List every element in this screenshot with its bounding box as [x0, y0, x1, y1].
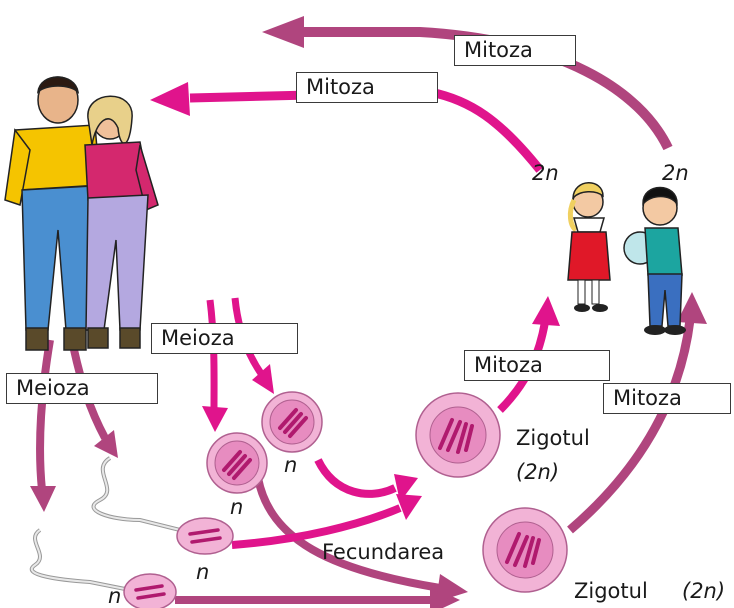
label-n-egg-lower: n [230, 495, 244, 519]
label-n-egg-upper: n [284, 453, 298, 477]
label-mitoza-top: Mitoza [454, 35, 576, 66]
label-mitoza-upper: Mitoza [296, 72, 438, 103]
arrow-meioza-center-1 [202, 299, 228, 432]
arrow-egg-lower [254, 477, 468, 602]
zygote-cell-icon [482, 507, 568, 593]
girl-child-illustration [567, 182, 611, 312]
label-2n-girl: 2n [532, 161, 559, 185]
arrow-sperm-lower [175, 586, 460, 608]
label-zigotul-1-ploidy: (2n) [516, 460, 560, 484]
sperm-cell-icon [91, 456, 234, 555]
label-meioza-left: Meioza [6, 373, 158, 404]
arrow-mitoza-right [567, 292, 707, 534]
boy-child-illustration [623, 186, 686, 335]
label-zigotul-2-ploidy: (2n) [682, 579, 726, 603]
label-2n-boy: 2n [662, 161, 689, 185]
egg-cell-icon [206, 432, 268, 494]
label-mitoza-zygote: Mitoza [464, 350, 610, 381]
label-meioza-center: Meioza [151, 323, 298, 354]
adult-couple-illustration [4, 76, 159, 351]
arrow-mitoza-top [262, 16, 673, 151]
label-zigotul-1: Zigotul [516, 426, 590, 450]
egg-cell-icon [261, 391, 323, 453]
arrow-sperm-upper [231, 494, 422, 549]
sperm-cell-icon [30, 528, 177, 608]
label-zigotul-2: Zigotul [574, 579, 648, 603]
label-n-sperm-upper: n [196, 560, 210, 584]
label-fecundarea: Fecundarea [322, 540, 445, 564]
arrow-meioza-left-1 [30, 339, 56, 512]
label-mitoza-right: Mitoza [603, 383, 731, 414]
label-n-sperm-lower: n [108, 584, 122, 608]
zygote-cell-icon [415, 392, 501, 478]
